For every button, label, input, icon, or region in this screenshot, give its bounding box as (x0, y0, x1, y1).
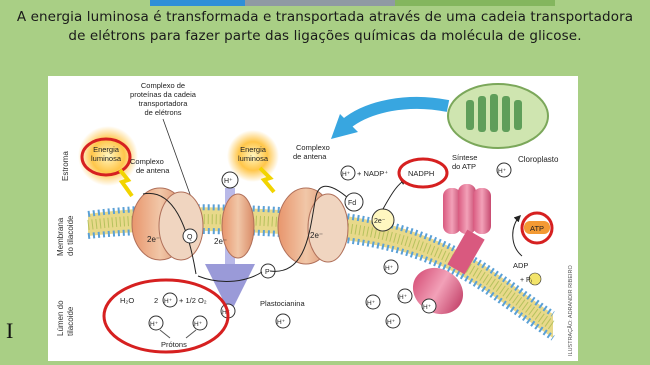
electron-2e-1: 2e⁻ (147, 235, 160, 244)
page-title: A energia luminosa é transformada e tran… (10, 8, 640, 46)
svg-text:luminosa: luminosa (238, 154, 269, 163)
svg-text:luminosa: luminosa (91, 154, 122, 163)
protons-label: Prótons (161, 340, 187, 349)
nadph-label: NADPH (408, 169, 434, 178)
water-label: H₂O (120, 296, 134, 305)
nadph-arrow (383, 179, 406, 209)
antenna-label-1: Complexo de antena (130, 157, 170, 175)
svg-text:proteínas da cadeia: proteínas da cadeia (130, 90, 197, 99)
oxygen-label: + 1/2 O₂ (179, 296, 207, 305)
ferredoxin-label: Fd (348, 200, 356, 207)
plastocyanin-p-label: P (265, 269, 270, 276)
diagram-panel: Estroma Membrana do tilacoide Lúmen do t… (48, 76, 578, 361)
plastocyanin-label: Plastocianina (260, 299, 305, 308)
antenna-label-2: Complexo de antena (293, 143, 330, 161)
stroma-label: Estroma (61, 151, 70, 181)
lumen-label-1: Lúmen do (56, 300, 65, 336)
roman-numeral: I (6, 318, 13, 344)
svg-text:H⁺: H⁺ (387, 319, 396, 326)
electron-2e-2: 2e⁻ (214, 237, 227, 246)
svg-text:H⁺: H⁺ (385, 265, 394, 272)
h-ion-nadp-label: H⁺ (342, 171, 351, 178)
proton-line-2 (186, 330, 196, 338)
two-label: 2 (154, 296, 158, 305)
svg-text:Complexo: Complexo (296, 143, 330, 152)
photosystem-1 (278, 188, 348, 264)
atp-arrow (513, 216, 522, 256)
cytochrome-complex (222, 194, 254, 258)
svg-text:Síntese: Síntese (452, 153, 477, 162)
zoom-arrow (346, 103, 448, 124)
electron-2e-3: 2e⁻ (310, 231, 323, 240)
svg-text:H⁺: H⁺ (423, 304, 432, 311)
svg-text:de antena: de antena (293, 152, 327, 161)
plastoquinone-label: Q (187, 234, 193, 241)
region-labels: Estroma Membrana do tilacoide Lúmen do t… (56, 151, 75, 336)
svg-text:transportadora: transportadora (139, 99, 189, 108)
atp-label: ATP (530, 224, 544, 233)
photosystem-2 (132, 188, 203, 260)
svg-text:H⁺: H⁺ (399, 294, 408, 301)
lumen-protons: H⁺ H⁺ H⁺ H⁺ H⁺ H⁺ H⁺ (221, 260, 436, 328)
phosphate-label: + Pᵢ (520, 277, 532, 284)
top-bar-gray (245, 0, 395, 6)
svg-text:Energia: Energia (240, 145, 267, 154)
svg-text:de antena: de antena (136, 166, 170, 175)
svg-text:Complexo: Complexo (130, 157, 164, 166)
chloroplast-illustration: Cloroplasto (448, 84, 559, 164)
lumen-label-2: tilacoide (66, 306, 75, 336)
h-ion-top-label: H⁺ (224, 178, 233, 185)
svg-text:H⁺: H⁺ (367, 300, 376, 307)
nadp-label: + NADP⁺ (357, 169, 388, 178)
top-bar-green (395, 0, 555, 6)
svg-text:de elétrons: de elétrons (144, 108, 181, 117)
light-energy-label-2: Energia luminosa (238, 145, 269, 163)
electron-2e-4: 2e⁻ (374, 218, 386, 225)
proton-1-label: H⁺ (150, 321, 159, 328)
chloroplast-label: Cloroplasto (518, 155, 559, 164)
svg-text:Energia: Energia (93, 145, 120, 154)
proton-line-1 (160, 330, 170, 338)
atp-synthase-label: Síntese do ATP (452, 153, 477, 171)
svg-text:H⁺: H⁺ (277, 319, 286, 326)
electron-chain-label: Complexo de proteínas da cadeia transpor… (130, 81, 197, 117)
top-bar-blue (150, 0, 245, 6)
h-ion-synthase-label: H⁺ (498, 168, 507, 175)
photosynthesis-diagram: Estroma Membrana do tilacoide Lúmen do t… (48, 76, 578, 361)
illustration-credit: ILUSTRAÇÃO: ADRANDIR RIBEIRO (567, 265, 574, 356)
svg-text:do ATP: do ATP (452, 162, 476, 171)
top-color-bars (0, 0, 650, 6)
light-energy-label-1: Energia luminosa (91, 145, 122, 163)
adp-label: ADP (513, 261, 528, 270)
proton-2-label: H⁺ (194, 321, 203, 328)
h-ion-water-label: H⁺ (164, 298, 173, 305)
membrane-label-2: do tilacoide (66, 215, 75, 256)
membrane-label-1: Membrana (56, 217, 65, 256)
svg-text:Complexo de: Complexo de (141, 81, 185, 90)
